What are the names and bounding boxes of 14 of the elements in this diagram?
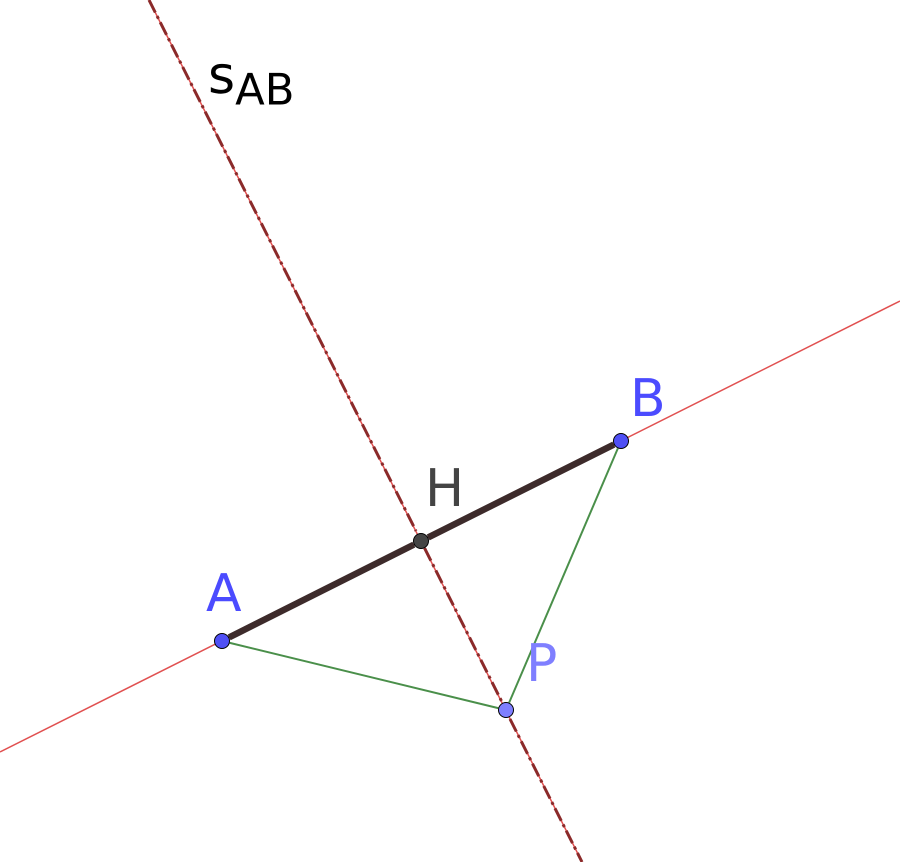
line-segment (508, 448, 619, 704)
point-label: B (630, 373, 666, 425)
thick-line-segment (228, 542, 416, 640)
point (613, 433, 629, 449)
line-label: s$_{AB}$ (208, 50, 294, 113)
point (498, 702, 514, 718)
point-label: H (425, 463, 464, 515)
point (214, 633, 230, 649)
point-label: A (206, 568, 242, 620)
point (413, 533, 429, 549)
line-segment (230, 642, 498, 710)
dashed-line-segment (423, 547, 504, 704)
point-label: P (526, 638, 558, 690)
thick-line-segment (426, 442, 616, 540)
